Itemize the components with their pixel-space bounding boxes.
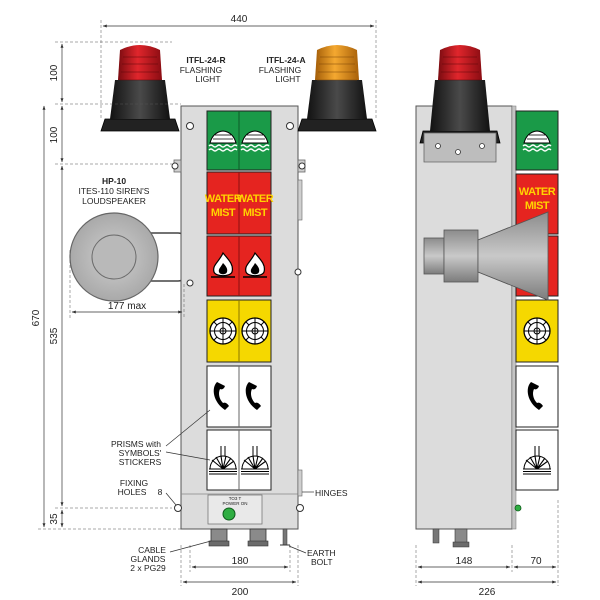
loudspeaker-desc-1: ITES-110 SIREN'S: [79, 186, 150, 196]
dim-top-offset: 100: [49, 126, 60, 143]
prism-column: WATER MIST WATER MIST: [205, 110, 274, 491]
cable-label-1: CABLE: [138, 545, 166, 555]
side-view: WATER MIST: [415, 45, 559, 548]
loudspeaker-desc-2: LOUDSPEAKER: [82, 196, 146, 206]
red-light-code: ITFL-24-R: [186, 55, 225, 65]
flashing-light-amber: [297, 45, 377, 132]
side-water-mist-l1: WATER: [519, 186, 556, 198]
water-mist-left-l1: WATER: [205, 193, 242, 205]
red-light-desc-2: LIGHT: [195, 74, 220, 84]
cable-label-2: GLANDS: [131, 554, 166, 564]
fixing-holes: [171, 122, 306, 512]
earth-label-1: EARTH: [307, 548, 336, 558]
power-on-indicator: [222, 507, 236, 521]
dim-inner-width: 180: [232, 556, 249, 567]
power-label-1: TO3 T: [229, 496, 242, 501]
water-mist-right-l2: MIST: [243, 207, 268, 219]
fixing-count: 8: [158, 487, 163, 497]
prisms-label-3: STICKERS: [119, 457, 162, 467]
cable-glands: [208, 528, 269, 547]
fixing-label-1: FIXING: [120, 478, 148, 488]
water-mist-left-l2: MIST: [211, 207, 236, 219]
dim-total-width: 440: [231, 14, 248, 25]
dim-loudspeaker-depth: 177 max: [108, 301, 146, 312]
fixing-label-2: HOLES: [118, 487, 147, 497]
loudspeaker-code: HP-10: [102, 176, 126, 186]
loudspeaker: [69, 212, 185, 302]
amber-light-code: ITFL-24-A: [266, 55, 305, 65]
cable-label-3: 2 x PG29: [130, 563, 166, 573]
dim-bottom-offset: 35: [49, 513, 60, 525]
dim-light-height: 100: [49, 64, 60, 81]
prisms-label-2: SYMBOLS': [119, 448, 162, 458]
prisms-label-1: PRISMS with: [111, 439, 161, 449]
side-water-mist-l2: MIST: [525, 200, 550, 212]
dimension-lines: [38, 20, 559, 586]
earth-label-2: BOLT: [311, 557, 333, 567]
earth-bolt: [282, 528, 288, 546]
water-mist-right-l1: WATER: [237, 193, 274, 205]
amber-light-desc-1: FLASHING: [259, 65, 302, 75]
dim-side-total: 226: [479, 587, 496, 598]
power-label-2: POWER ON: [222, 501, 247, 506]
hinges-label: HINGES: [315, 488, 348, 498]
flashing-light-red: [100, 45, 180, 132]
dim-fixing-span: 535: [49, 327, 60, 344]
dim-side-inner: 148: [456, 556, 473, 567]
amber-light-desc-2: LIGHT: [275, 74, 300, 84]
dim-total-height: 670: [31, 309, 42, 326]
dim-body-width: 200: [232, 587, 249, 598]
dim-side-prism: 70: [530, 556, 542, 567]
red-light-desc-1: FLASHING: [180, 65, 223, 75]
